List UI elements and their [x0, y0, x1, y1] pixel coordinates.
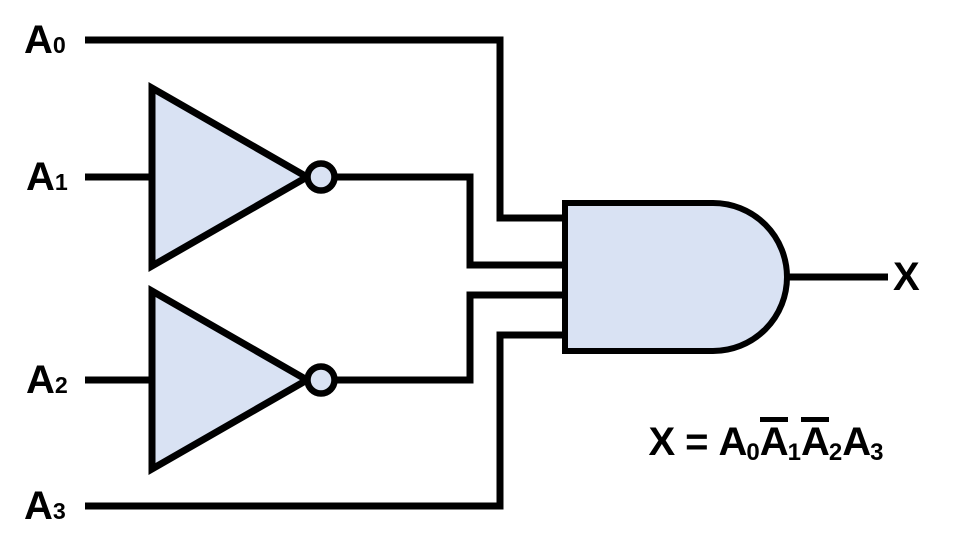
wire-inverter1-to-and	[334, 173, 565, 269]
term-a1-base-overbar: A	[759, 417, 789, 464]
input-label-a1: A1	[26, 155, 68, 199]
output-label-x: X	[893, 255, 920, 299]
equation-term-a1-bar: A1	[759, 417, 802, 467]
input-label-a0: A0	[24, 18, 66, 62]
term-a2-base-overbar: A	[801, 417, 830, 464]
input-label-a2: A2	[26, 358, 68, 402]
equation-term-a0: A0	[718, 420, 760, 467]
input-label-a3: A3	[24, 484, 66, 528]
inverter-1-triangle-icon	[148, 81, 315, 273]
inverter-2-triangle-icon	[148, 284, 315, 476]
wire-a0-to-and	[85, 36, 565, 222]
input-a3-letter: A	[24, 484, 53, 528]
input-a1-letter: A	[26, 155, 55, 199]
term-a3-base: A	[842, 420, 872, 464]
input-a0-subscript: 0	[52, 32, 66, 58]
inverter-1-bubble-icon	[304, 160, 338, 194]
input-a0-letter: A	[24, 18, 53, 62]
wire-a3-to-and	[85, 331, 565, 510]
term-a0-subscript: 0	[746, 439, 760, 467]
term-a1-subscript: 1	[787, 439, 802, 467]
wire-inverter2-to-and	[334, 291, 565, 384]
equation-term-a3: A3	[842, 420, 884, 467]
equation-equals-sign: =	[685, 420, 709, 464]
input-a1-subscript: 1	[54, 169, 68, 195]
input-a2-subscript: 2	[54, 372, 68, 398]
and-gate-icon	[562, 200, 790, 354]
input-a3-subscript: 3	[52, 498, 66, 524]
term-a0-base: A	[718, 420, 748, 464]
term-a3-subscript: 3	[870, 439, 884, 467]
input-a2-letter: A	[26, 358, 55, 402]
term-a2-subscript: 2	[828, 439, 843, 467]
inverter-2-bubble-icon	[304, 363, 338, 397]
equation-term-a2-bar: A2	[801, 417, 843, 467]
equation: X=A0A1A2A3	[600, 417, 932, 467]
equation-lhs: X	[648, 420, 676, 464]
